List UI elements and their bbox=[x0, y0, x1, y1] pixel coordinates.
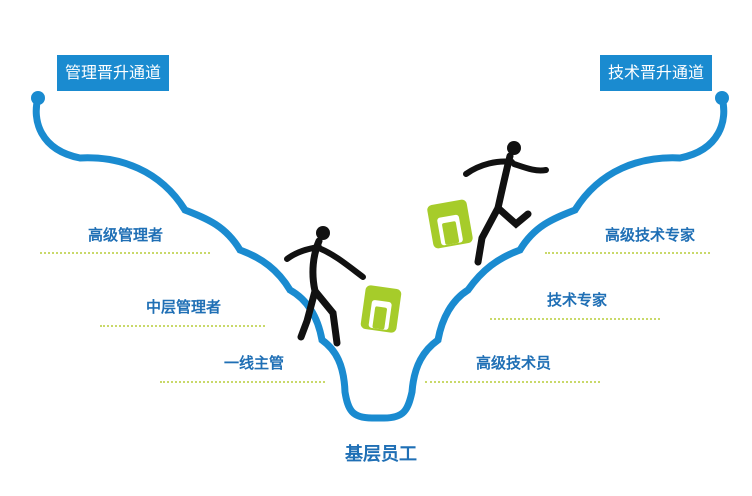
base-level-label: 基层员工 bbox=[345, 444, 417, 465]
level-label-right-2: 技术专家 bbox=[547, 291, 608, 309]
level-label-left-1: 高级管理者 bbox=[88, 226, 164, 244]
left-branch-curve bbox=[32, 94, 382, 422]
running-man-with-bag-icon bbox=[427, 141, 549, 266]
left-branch-end-dot bbox=[31, 91, 45, 105]
level-divider-right-1 bbox=[545, 252, 710, 254]
level-label-left-3: 一线主管 bbox=[224, 354, 285, 372]
level-divider-left-1 bbox=[40, 252, 210, 254]
right-branch-end-dot bbox=[715, 91, 729, 105]
level-label-right-3: 高级技术员 bbox=[476, 354, 552, 372]
level-label-right-1: 高级技术专家 bbox=[605, 226, 696, 244]
level-divider-left-3 bbox=[160, 381, 325, 383]
technical-channel-tag: 技术晋升通道 bbox=[600, 55, 713, 91]
level-divider-right-3 bbox=[425, 381, 600, 383]
right-branch-curve bbox=[374, 94, 728, 422]
level-label-left-2: 中层管理者 bbox=[146, 298, 222, 316]
level-divider-left-2 bbox=[100, 325, 265, 327]
level-divider-right-2 bbox=[490, 318, 660, 320]
management-channel-tag: 管理晋升通道 bbox=[57, 55, 170, 91]
running-man-with-bag-icon bbox=[284, 226, 402, 347]
